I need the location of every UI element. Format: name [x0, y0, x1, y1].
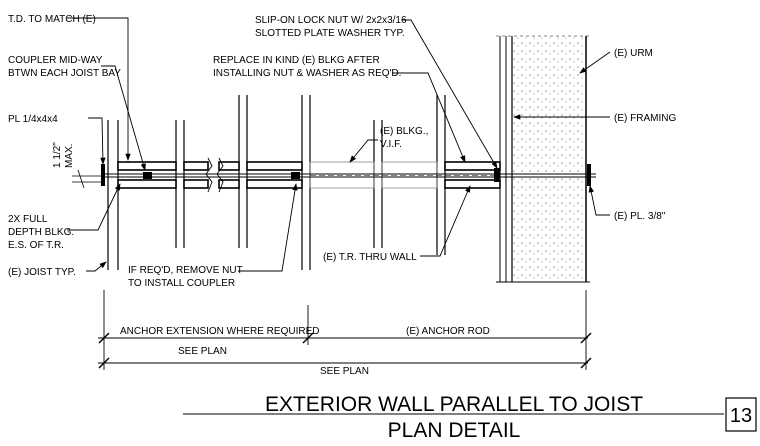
- dim-see-plan-2: SEE PLAN: [320, 366, 369, 377]
- dim-anchor-extension: ANCHOR EXTENSION WHERE REQUIRED: [120, 326, 319, 337]
- tie-rod: [104, 173, 596, 178]
- max-dim-max: MAX.: [64, 144, 75, 168]
- joist: [175, 120, 185, 248]
- leader-lines: [67, 17, 611, 272]
- joist: [436, 95, 446, 255]
- note-full-blkg-line-1: 2X FULL: [8, 214, 48, 225]
- note-full-blkg-line-3: E.S. OF T.R.: [8, 240, 64, 251]
- drawing-title: EXTERIOR WALL PARALLEL TO JOIST: [265, 393, 643, 416]
- joist: [107, 120, 119, 270]
- lock-nut-washer: [494, 168, 500, 182]
- note-slip-on-line-2: SLOTTED PLATE WASHER TYP.: [255, 28, 405, 39]
- max-dim-label: 1 1/2" MAX.: [52, 142, 75, 168]
- note-remove-nut-line-2: TO INSTALL COUPLER: [128, 278, 235, 289]
- note-replace-line-2: INSTALLING NUT & WASHER AS REQ'D.: [213, 68, 401, 79]
- note-coupler-line-1: COUPLER MID-WAY: [8, 55, 103, 66]
- note-tr-thru-wall: (E) T.R. THRU WALL: [323, 252, 417, 263]
- joist: [301, 95, 311, 270]
- note-slip-on-line-1: SLIP-ON LOCK NUT W/ 2x2x3/16: [255, 15, 407, 26]
- note-pl-38: (E) PL. 3/8": [614, 211, 666, 222]
- note-coupler-line-2: BTWN EACH JOIST BAY: [8, 68, 121, 79]
- note-td-to-match: T.D. TO MATCH (E): [8, 14, 96, 25]
- drawing-subtitle: PLAN DETAIL: [388, 419, 521, 442]
- max-dim-value: 1 1/2": [52, 142, 63, 168]
- detail-number: 13: [730, 405, 752, 427]
- note-blkg-vif-line-2: V.I.F.: [380, 139, 402, 150]
- urm-wall: [496, 35, 590, 283]
- plate-washer-right: [587, 164, 591, 186]
- coupler: [143, 172, 152, 179]
- note-replace-line-1: REPLACE IN KIND (E) BLKG AFTER: [213, 55, 380, 66]
- detail-number-box: [725, 397, 757, 432]
- nut: [291, 172, 300, 179]
- note-remove-nut-line-1: IF REQ'D, REMOVE NUT: [128, 265, 243, 276]
- dimension-labels: ANCHOR EXTENSION WHERE REQUIRED (E) ANCH…: [120, 326, 490, 377]
- dim-see-plan-1: SEE PLAN: [178, 346, 227, 357]
- note-urm: (E) URM: [614, 48, 653, 59]
- joist: [238, 95, 248, 248]
- note-full-blkg-line-2: DEPTH BLKG.: [8, 227, 74, 238]
- title-block: EXTERIOR WALL PARALLEL TO JOIST PLAN DET…: [183, 393, 757, 442]
- dimension-lines: [98, 290, 592, 370]
- note-joist: (E) JOIST TYP.: [8, 267, 76, 278]
- note-blkg-vif-line-1: (E) BLKG.,: [380, 126, 428, 137]
- max-dimension: [72, 169, 104, 189]
- note-framing: (E) FRAMING: [614, 113, 676, 124]
- dim-anchor-rod: (E) ANCHOR ROD: [406, 326, 490, 337]
- plate-washer-left: [101, 164, 105, 186]
- annotations: T.D. TO MATCH (E) COUPLER MID-WAY BTWN E…: [8, 14, 676, 289]
- blocking: [117, 157, 501, 193]
- note-plate: PL 1/4x4x4: [8, 114, 58, 125]
